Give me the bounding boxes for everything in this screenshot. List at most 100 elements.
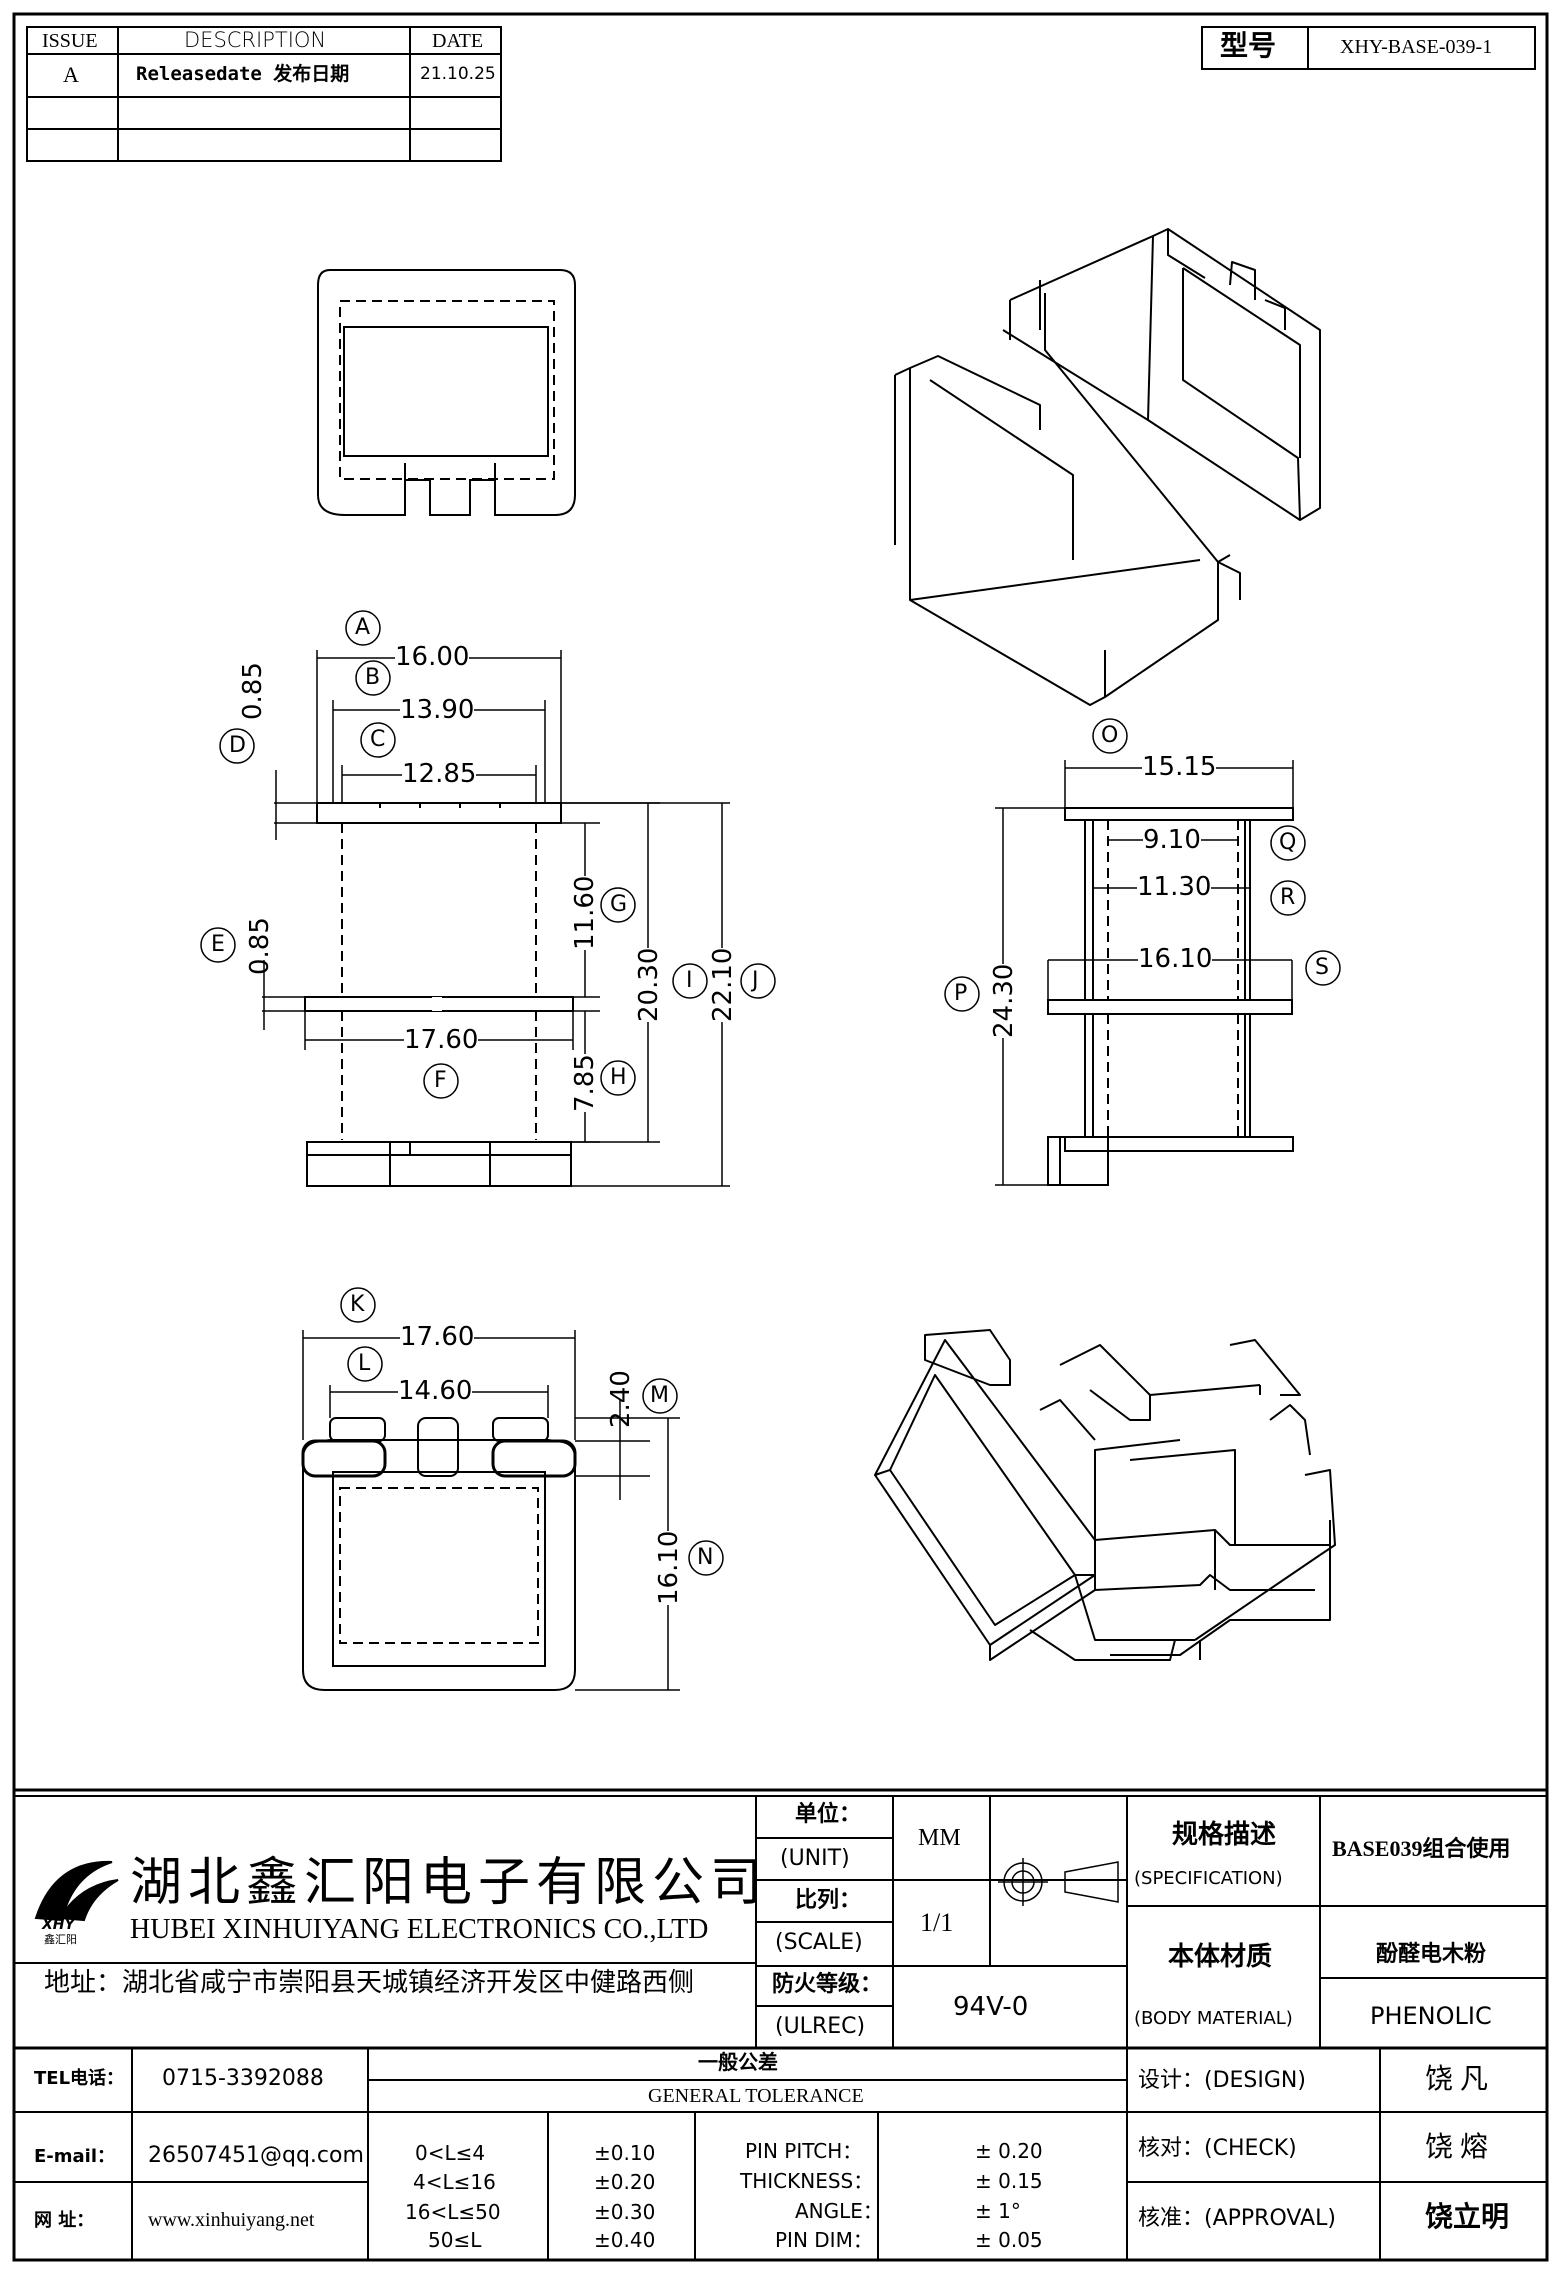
part-number-box-grid <box>1201 26 1536 70</box>
dim-letter-p: P <box>954 981 968 1006</box>
dim-letter-n: N <box>697 1545 714 1570</box>
tol-item-2: THICKNESS： <box>740 2169 874 2193</box>
iso-view-top <box>894 228 1321 706</box>
tol-spec-1: ± 0.20 <box>975 2139 1043 2163</box>
dim-value-o: 15.15 <box>1142 752 1217 782</box>
rev-row-date: 21.10.25 <box>420 64 496 84</box>
dim-value-s: 16.10 <box>1138 944 1213 974</box>
part-number-label: 型号 <box>1220 29 1277 62</box>
dim-value-d: 0.85 <box>238 662 268 720</box>
material-label-cn: 本体材质 <box>1168 1942 1273 1972</box>
rev-row-issue: A <box>63 62 79 87</box>
dim-value-k: 17.60 <box>400 1322 475 1352</box>
company-name-cn: 湖北鑫汇阳电子有限公司 <box>130 1855 769 1912</box>
sheet-border <box>12 12 1549 2262</box>
tolerance-title-cn: 一般公差 <box>698 2050 778 2074</box>
rev-header-date: DATE <box>432 30 484 52</box>
tol-value-3: ±0.30 <box>594 2200 656 2224</box>
tol-item-1: PIN PITCH： <box>745 2139 863 2163</box>
unit-label-en: (UNIT) <box>780 1846 850 1871</box>
email-label: E-mail： <box>34 2146 116 2167</box>
side-view <box>1047 807 1294 1186</box>
scale-label-en: (SCALE) <box>775 1930 863 1955</box>
web-label: 网 址： <box>34 2210 95 2231</box>
tol-range-4: 50≤L <box>428 2228 482 2252</box>
dim-value-f: 17.60 <box>404 1025 479 1055</box>
dim-letter-f: F <box>434 1068 447 1093</box>
dim-letter-j: J <box>752 968 759 993</box>
tol-spec-2: ± 0.15 <box>975 2169 1043 2193</box>
revision-table-grid <box>26 26 502 162</box>
scale-value: 1/1 <box>920 1908 954 1937</box>
dim-letter-g: G <box>610 892 628 917</box>
dim-letter-k: K <box>350 1292 365 1317</box>
dim-letter-o: O <box>1101 723 1119 748</box>
dim-value-b: 13.90 <box>400 695 475 725</box>
tol-value-2: ±0.20 <box>594 2170 656 2194</box>
dim-letter-c: C <box>370 727 386 752</box>
approval-check-label: 核对：(CHECK) <box>1138 2136 1297 2161</box>
dim-letter-i: I <box>686 968 693 993</box>
dim-letter-q: Q <box>1279 830 1297 855</box>
top-view <box>317 269 576 516</box>
dim-value-p: 24.30 <box>989 963 1019 1038</box>
tel-value: 0715-3392088 <box>162 2066 324 2091</box>
dim-value-l: 14.60 <box>398 1376 473 1406</box>
material-value-cn: 酚醛电木粉 <box>1376 1942 1487 1967</box>
tol-spec-4: ± 0.05 <box>975 2228 1043 2252</box>
part-number-value: XHY-BASE-039-1 <box>1340 36 1493 58</box>
scale-label-cn: 比列： <box>795 1888 862 1913</box>
dim-letter-d: D <box>229 733 246 758</box>
approval-check-name: 饶 熔 <box>1425 2132 1489 2163</box>
spec-label-en: (SPECIFICATION) <box>1134 1868 1283 1889</box>
dim-letter-l: L <box>358 1351 371 1376</box>
front-view <box>304 802 574 1187</box>
dim-value-g: 11.60 <box>570 875 600 950</box>
tol-range-1: 0<L≤4 <box>415 2141 486 2165</box>
dim-letter-a: A <box>355 615 371 640</box>
unit-value: MM <box>918 1825 961 1851</box>
title-block-grid <box>14 1788 1547 2260</box>
tol-item-3: ANGLE： <box>795 2199 883 2223</box>
dim-letter-h: H <box>610 1065 627 1090</box>
front-view-dimensions <box>262 650 730 1187</box>
spec-value: BASE039组合使用 <box>1332 1836 1511 1861</box>
dim-value-q: 9.10 <box>1143 825 1201 855</box>
dim-letter-s: S <box>1315 955 1329 980</box>
dim-letter-m: M <box>650 1383 669 1408</box>
rev-header-description: DESCRIPTION <box>184 28 327 52</box>
iso-view-bottom <box>874 1329 1336 1661</box>
email-value[interactable]: 26507451@qq.com <box>148 2143 364 2168</box>
rev-header-issue: ISSUE <box>42 30 98 52</box>
tel-label: TEL电话： <box>34 2068 125 2089</box>
unit-label-cn: 单位： <box>795 1802 862 1827</box>
dim-letter-b: B <box>365 665 381 690</box>
company-address: 地址：湖北省咸宁市崇阳县天城镇经济开发区中健路西侧 <box>44 1968 695 1997</box>
tol-range-2: 4<L≤16 <box>413 2170 496 2194</box>
tol-value-1: ±0.10 <box>594 2141 656 2165</box>
dim-value-j: 22.10 <box>708 947 738 1022</box>
dim-value-c: 12.85 <box>402 759 477 789</box>
approval-design-label: 设计：(DESIGN) <box>1138 2068 1306 2093</box>
approval-approver-name: 饶立明 <box>1425 2202 1510 2233</box>
dim-value-m: 2.40 <box>606 1370 636 1428</box>
web-value[interactable]: www.xinhuiyang.net <box>148 2209 315 2231</box>
company-logo-icon <box>34 1860 119 1922</box>
logo-sub: 鑫汇阳 <box>44 1933 77 1946</box>
approval-design-name: 饶 凡 <box>1425 2064 1489 2095</box>
logo-text: XHY <box>42 1917 75 1933</box>
company-name-en: HUBEI XINHUIYANG ELECTRONICS CO.,LTD <box>130 1914 709 1945</box>
projection-symbol-icon <box>998 1858 1119 1906</box>
material-label-en: (BODY MATERIAL) <box>1134 2008 1293 2029</box>
material-value-en: PHENOLIC <box>1370 2002 1492 2030</box>
rev-row-description: Releasedate 发布日期 <box>136 63 350 85</box>
dim-value-r: 11.30 <box>1137 872 1212 902</box>
tol-spec-3: ± 1° <box>975 2199 1021 2223</box>
bottom-view <box>301 1417 577 1691</box>
dimension-letter-circles <box>200 610 1341 1576</box>
spec-label-cn: 规格描述 <box>1172 1820 1277 1850</box>
dim-value-n: 16.10 <box>654 1530 684 1605</box>
tol-range-3: 16<L≤50 <box>405 2200 501 2224</box>
